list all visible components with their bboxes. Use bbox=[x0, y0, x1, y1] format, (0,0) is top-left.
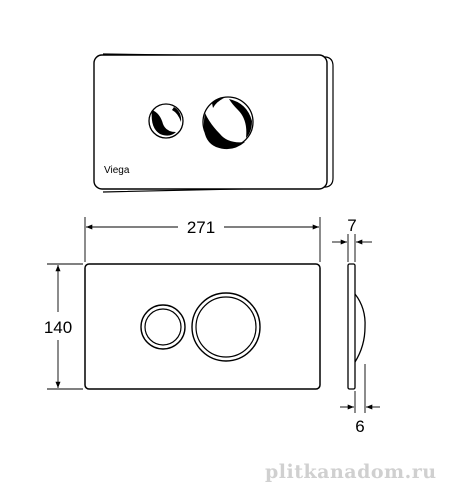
side-view: 7 6 bbox=[332, 216, 380, 436]
depth-bottom-value: 6 bbox=[355, 417, 364, 436]
front-large-button bbox=[191, 292, 261, 362]
perspective-plate: Viega bbox=[93, 53, 334, 193]
large-flush-button bbox=[202, 96, 254, 150]
height-value: 140 bbox=[44, 318, 72, 337]
width-dimension: 271 bbox=[84, 217, 321, 262]
depth-top-value: 7 bbox=[347, 216, 356, 235]
front-view: 271 140 bbox=[44, 217, 321, 390]
side-button-bulge bbox=[354, 293, 366, 363]
brand-logo: Viega bbox=[104, 165, 130, 176]
plate-back-edge bbox=[102, 53, 334, 193]
height-dimension: 140 bbox=[44, 263, 83, 390]
watermark: plitkanadom.ru bbox=[265, 461, 437, 483]
front-plate-outline bbox=[84, 263, 321, 390]
depth-top-dimension: 7 bbox=[332, 216, 372, 262]
depth-bottom-dimension: 6 bbox=[340, 364, 380, 436]
small-flush-button bbox=[148, 103, 184, 139]
width-value: 271 bbox=[187, 218, 215, 237]
front-small-button bbox=[140, 304, 186, 350]
side-plate-profile bbox=[347, 263, 356, 390]
